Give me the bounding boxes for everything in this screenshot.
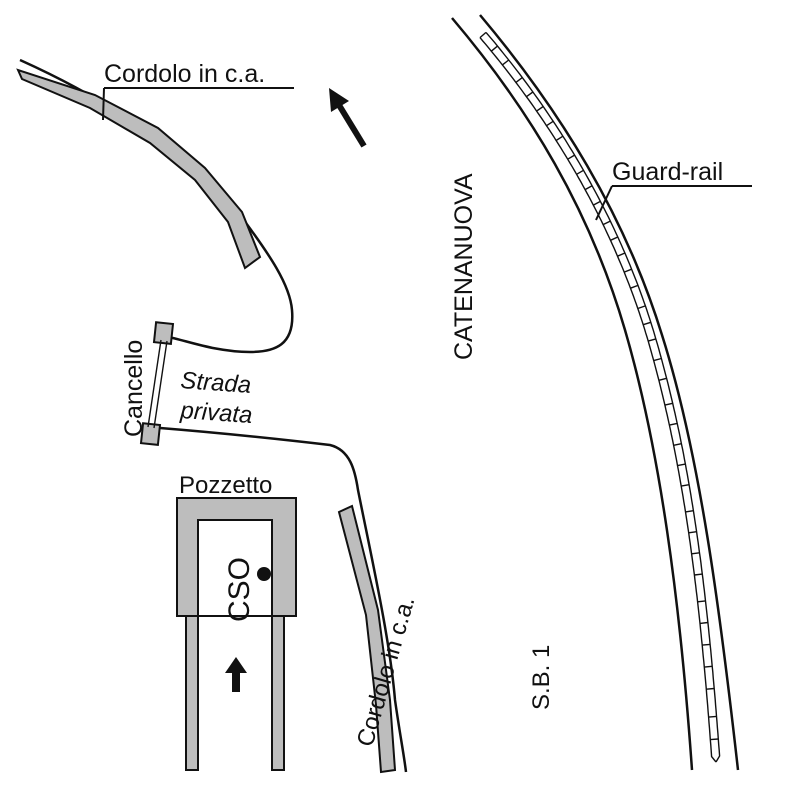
bottom-curb-group — [159, 426, 408, 774]
guard-rail-post — [592, 200, 601, 206]
main-road-right-edge — [479, 14, 740, 771]
sb1-label: S.B. 1 — [528, 645, 555, 710]
guard-rail-post — [669, 422, 678, 426]
top-curb-group — [16, 58, 294, 354]
guard-rail-post — [479, 31, 487, 39]
guard-rail-post — [697, 600, 706, 603]
guard-rail-post — [584, 185, 593, 191]
direction-arrow-icon — [329, 88, 367, 148]
guard-rail-post — [691, 552, 700, 555]
main-road — [451, 14, 740, 771]
guard-rail-post — [515, 77, 523, 83]
top-curb-label: Cordolo in c.a. — [104, 60, 265, 88]
guard-rail-post — [658, 377, 667, 381]
guard-rail-post — [699, 621, 708, 625]
guard-rail-post — [525, 91, 534, 98]
guard-rail-post — [642, 321, 652, 326]
guard-rail-post — [710, 738, 719, 741]
lower-road-edge-line — [159, 426, 408, 773]
guard-rail-post — [685, 510, 694, 513]
guard-rail-post — [673, 443, 682, 446]
strada-privata-label-line2: privata — [179, 397, 254, 429]
guard-rail-post — [648, 338, 656, 342]
main-road-left-edge — [451, 17, 694, 771]
guard-rail-post — [688, 531, 697, 534]
guard-rail-post — [536, 105, 544, 112]
guard-rail-leader-line — [595, 185, 613, 221]
guard-rail-post — [694, 573, 703, 576]
guard-rail-post — [653, 357, 662, 362]
guard-rail-post — [664, 402, 673, 406]
guard-rail-rail-right — [485, 31, 721, 763]
guard-rail-post — [546, 120, 554, 127]
guard-rail-post — [681, 484, 690, 487]
guard-rail-post — [704, 665, 713, 668]
guard-rail-label: Guard-rail — [612, 158, 723, 186]
pipe-wall-right — [271, 615, 285, 771]
guard-rail-post — [706, 687, 715, 690]
gate-bar-b — [153, 340, 168, 429]
guard-rail-post — [708, 715, 717, 718]
guard-rail-post — [630, 284, 639, 289]
strada-privata-label-line1: Strada — [180, 367, 252, 399]
guard-rail-post — [576, 169, 584, 175]
guard-rail-post — [501, 59, 510, 66]
pipe-wall-left — [185, 615, 199, 771]
gate-post-top — [152, 321, 175, 345]
guard-rail-post — [637, 305, 646, 310]
guard-rail-post — [555, 135, 564, 142]
guard-rail-post — [623, 268, 632, 273]
top-curb-concrete — [16, 68, 262, 270]
guard-rail-post — [490, 45, 498, 52]
guard-rail-post — [602, 220, 611, 226]
guard-rail-post — [567, 154, 575, 160]
guard-rail — [479, 31, 721, 763]
guard-rail-post — [702, 643, 711, 646]
cso-label: CSO — [223, 557, 256, 622]
bottom-curb-concrete — [337, 504, 397, 774]
pozzetto-label: Pozzetto — [179, 472, 272, 499]
flow-arrow-icon — [225, 657, 247, 692]
top-curb-leader-line — [102, 87, 105, 121]
top-road-edge-line — [19, 58, 294, 354]
gate-post-bottom — [139, 422, 162, 446]
pozzetto — [176, 497, 297, 771]
cancello-label: Cancello — [120, 340, 148, 437]
guard-rail-post — [610, 236, 619, 241]
guard-rail-post — [677, 463, 686, 467]
cso-point-marker — [257, 567, 271, 581]
gate — [139, 321, 175, 446]
guard-rail-post — [617, 252, 626, 257]
gate-bar-a — [147, 339, 162, 428]
catenanuova-label: CATENANUOVA — [450, 173, 478, 360]
